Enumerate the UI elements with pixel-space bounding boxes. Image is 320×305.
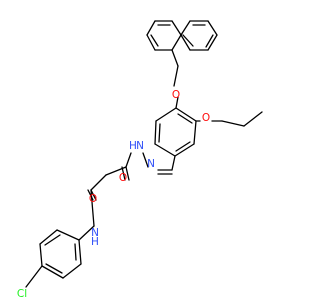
atom-n-imine: N — [147, 158, 155, 170]
bond — [62, 263, 82, 279]
atom-h-amide: H — [91, 236, 99, 248]
atom-o-naphthylmethoxy: O — [172, 89, 180, 101]
bond — [193, 120, 197, 145]
bond — [142, 152, 149, 168]
atom-n-hydrazide: N — [136, 140, 144, 152]
bond — [41, 265, 64, 279]
bond — [171, 49, 179, 67]
bond — [44, 234, 61, 246]
bond — [177, 113, 193, 124]
bond — [39, 229, 58, 245]
bond — [173, 65, 179, 87]
bond — [74, 243, 77, 261]
bond — [180, 20, 191, 36]
bond — [180, 34, 191, 51]
bond — [155, 107, 177, 122]
bond — [174, 143, 195, 157]
bond — [175, 141, 191, 152]
bond — [125, 166, 130, 181]
molecule-canvas: O O O N N H O N H Cl — [17, 20, 263, 300]
bond — [90, 189, 95, 227]
bond — [90, 174, 107, 191]
bond — [158, 123, 161, 143]
bond — [171, 20, 182, 36]
bond — [207, 20, 218, 36]
chemical-structure: O O O N N H O N H Cl — [17, 20, 263, 300]
bond — [45, 263, 63, 274]
bond — [205, 34, 214, 48]
bond — [39, 243, 43, 267]
bond — [105, 166, 127, 176]
atom-h-hydrazide: H — [129, 140, 137, 152]
bond — [25, 265, 43, 288]
bond — [90, 189, 97, 201]
bond — [146, 34, 156, 51]
bond — [78, 225, 95, 241]
bond — [146, 20, 156, 36]
bond — [171, 155, 176, 171]
bond — [121, 166, 126, 181]
bond — [243, 111, 263, 127]
atom-o-hydrazide-carbonyl: O — [119, 172, 127, 184]
bond — [154, 120, 157, 145]
bond — [207, 34, 218, 51]
atom-chlorine: Cl — [17, 288, 27, 300]
atom-label-layer: O O O N N H O N H Cl — [17, 89, 210, 300]
atom-o-ethoxy: O — [202, 112, 210, 124]
bond — [221, 120, 245, 127]
bond-layer — [25, 20, 263, 288]
atom-o-amide-carbonyl: O — [89, 193, 97, 205]
bond — [175, 96, 179, 109]
bond — [171, 34, 182, 51]
bond — [150, 34, 159, 47]
bond — [78, 239, 82, 265]
atom-n-amide: N — [91, 227, 99, 239]
bond — [125, 152, 132, 168]
bond — [56, 229, 80, 241]
bond — [154, 143, 176, 157]
bond — [175, 107, 197, 122]
bond — [182, 34, 194, 47]
